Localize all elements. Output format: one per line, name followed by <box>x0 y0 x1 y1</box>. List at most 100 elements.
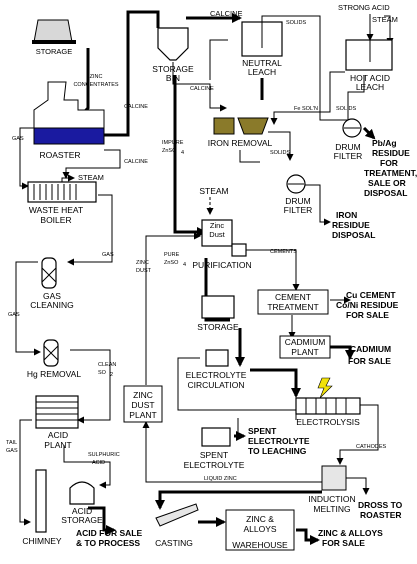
drum-filter-b-label-2: FILTER <box>284 205 313 215</box>
pbag-label-1: Pb/Ag <box>372 138 397 148</box>
chimney-label: CHIMNEY <box>22 536 62 546</box>
iron-residue-label-1: IRON <box>336 210 357 220</box>
iron-residue-label-2: RESIDUE <box>332 220 370 230</box>
induction-label-2: MELTING <box>313 504 350 514</box>
steam-zinc-label: STEAM <box>199 186 228 196</box>
hg-removal-label: Hg REMOVAL <box>27 369 81 379</box>
pure-label-2: ZnSO <box>164 260 179 266</box>
steam-top-label: STEAM <box>372 15 398 24</box>
gas-cleaning-label-1: GAS <box>43 291 61 301</box>
roaster-node: ROASTER <box>33 81 105 160</box>
acid-sale-line <box>88 506 116 535</box>
dross-label-2: ROASTER <box>360 510 402 520</box>
impure-label-2: ZnSO <box>162 148 177 154</box>
drum-filter-a-label-1: DRUM <box>335 142 361 152</box>
calcine-boiler-label: CALCINE <box>124 159 148 165</box>
spent-sale-label-1: SPENT <box>248 426 277 436</box>
iron-return-line <box>239 150 260 163</box>
hg-pack <box>43 345 59 361</box>
pure-label-sub: 4 <box>183 262 186 268</box>
gas-boiler-line <box>67 194 113 266</box>
electrolysis-node: ELECTROLYSIS <box>295 377 361 427</box>
storage-bin-label-1: STORAGE <box>152 64 194 74</box>
sulphuric-label-1: SULPHURIC <box>88 452 120 458</box>
storage-base <box>32 40 76 44</box>
warehouse-label-2: ALLOYS <box>243 524 276 534</box>
gas-cleaning-in-label: GAS <box>8 312 20 318</box>
gas-cleaning-column-icon <box>41 257 57 289</box>
spent-label-2: ELECTROLYTE <box>184 460 245 470</box>
flow-lines <box>15 10 394 545</box>
pbag-label-5: SALE OR <box>368 178 406 188</box>
hot-acid-solids-line <box>347 76 365 122</box>
clean-so2-line <box>70 349 111 424</box>
pbag-label-4: TREATMENT, <box>364 168 417 178</box>
circ-electrolysis-line <box>250 368 301 398</box>
boiler-label-2: BOILER <box>40 215 71 225</box>
purification-tank-icon <box>201 219 233 247</box>
spent-sale-label-3: TO LEACHING <box>248 446 307 456</box>
fe-soln-label: Fe SOL'N <box>294 106 318 112</box>
roaster-stack-icon <box>33 81 105 131</box>
calcine-leach-label: CALCINE <box>190 86 214 92</box>
gas-cleaning-node: GAS CLEANING <box>30 257 74 310</box>
casting-label: CASTING <box>155 538 193 548</box>
cement-treatment-label-2: TREATMENT <box>267 302 318 312</box>
fe-soln-line <box>270 71 345 125</box>
pure-label-1: PURE <box>164 252 180 258</box>
storage-bin-node: STORAGE BIN <box>152 27 194 83</box>
boiler-coils <box>33 184 77 200</box>
cu-label-3: FOR SALE <box>346 310 389 320</box>
drum-filter-b-node: DRUM FILTER <box>284 174 313 215</box>
impure-label-sub: 4 <box>181 150 184 156</box>
pbag-label-3: FOR <box>380 158 398 168</box>
dross-line <box>346 477 370 495</box>
cadmium-sale-label-1: CADMIUM <box>350 344 391 354</box>
pbag-line <box>362 126 376 140</box>
acid-storage-label-1: ACID <box>72 506 92 516</box>
warehouse-node: ZINC & ALLOYS WAREHOUSE <box>225 509 295 551</box>
roaster-label: ROASTER <box>39 150 80 160</box>
gas-cleaning-label-2: CLEANING <box>30 300 73 310</box>
iron-residue-line <box>300 184 331 226</box>
calcine-leach-line <box>172 62 227 112</box>
gas-cleaning-pack <box>41 267 57 283</box>
acid-sale-label-1: ACID FOR SALE <box>76 528 142 538</box>
gas-roaster-label: GAS <box>12 136 24 142</box>
pbag-label-2: RESIDUE <box>372 148 410 158</box>
hot-acid-label-1: HOT ACID <box>350 73 390 83</box>
solids-top-line <box>261 15 356 121</box>
calcine-roaster-label: CALCINE <box>124 104 148 110</box>
purification-label: PURIFICATION <box>192 260 251 270</box>
calcine-boiler-line <box>62 149 121 179</box>
output-labels: Pb/Ag RESIDUE FOR TREATMENT, SALE OR DIS… <box>76 138 417 548</box>
warehouse-label-3: WAREHOUSE <box>232 540 288 550</box>
chimney-node: CHIMNEY <box>22 469 62 546</box>
cadmium-plant-label-1: CADMIUM <box>285 337 326 347</box>
gas-cleaning-line <box>15 261 41 356</box>
electrolysis-cells-icon <box>295 397 361 415</box>
solids-top-label: SOLIDS <box>286 20 307 26</box>
cement-treatment-box <box>257 289 329 315</box>
gas-roaster-line <box>19 127 34 190</box>
pure-znso4-line <box>204 258 230 322</box>
impure-label-1: IMPURE <box>162 140 184 146</box>
acid-storage-node: ACID STORAGE <box>61 481 103 525</box>
zinc-dust-line <box>145 232 201 385</box>
iron-solids-line <box>268 131 294 161</box>
iron-residue-label-3: DISPOSAL <box>332 230 375 240</box>
stream-labels: ZINC CONCENTRATES CALCINE CALCINE CALCIN… <box>6 3 398 482</box>
spent-label-1: SPENT <box>200 450 228 460</box>
induction-label-1: INDUCTION <box>308 494 355 504</box>
cu-label-1: Cu CEMENT <box>346 290 396 300</box>
cement-treatment-label-1: CEMENT <box>275 292 311 302</box>
zinc-dust-label-2: Dust <box>209 230 225 239</box>
gas-boiler-label: GAS <box>102 252 114 258</box>
acid-plant-node: ACID PLANT <box>35 395 79 450</box>
tail-gas-label-2: GAS <box>6 448 18 454</box>
cadmium-sale-line <box>330 345 355 360</box>
lightning-icon <box>317 377 333 399</box>
pbag-label-6: DISPOSAL <box>364 188 407 198</box>
dross-label-1: DROSS TO <box>358 500 403 510</box>
cement-treatment-node: CEMENT TREATMENT <box>257 289 329 315</box>
